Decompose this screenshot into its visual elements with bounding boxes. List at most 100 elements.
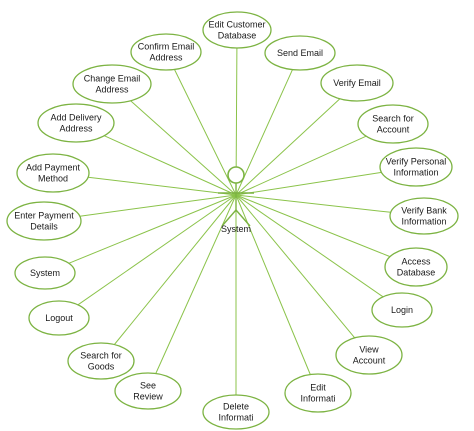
use-case-label: Verify Email bbox=[333, 78, 381, 88]
use-case-ellipse bbox=[384, 247, 448, 287]
use-case-ellipse bbox=[130, 33, 202, 71]
use-case-label: Address bbox=[59, 124, 93, 134]
association-line-verify-personal-information bbox=[235, 171, 382, 196]
use-case-label: Details bbox=[30, 222, 58, 232]
use-case-ellipse bbox=[202, 394, 270, 430]
use-case-ellipse bbox=[284, 373, 352, 413]
use-case-label: Database bbox=[397, 268, 436, 278]
use-case-ellipse bbox=[72, 64, 152, 104]
use-case-ellipse bbox=[371, 292, 433, 328]
association-line-confirm-email-address bbox=[174, 69, 237, 196]
association-line-send-email bbox=[235, 69, 293, 196]
use-case-label: System bbox=[30, 268, 60, 278]
use-case-label: Search for bbox=[372, 114, 414, 124]
use-case-ellipse bbox=[14, 256, 76, 290]
association-line-search-for-account bbox=[235, 135, 367, 196]
use-case-label: Edit bbox=[310, 383, 326, 393]
use-case-label: Edit Customer bbox=[208, 20, 265, 30]
actor-head bbox=[227, 166, 245, 184]
use-case-ellipse bbox=[114, 372, 182, 410]
use-case-label: Informati bbox=[218, 413, 253, 423]
use-case-verify-email[interactable]: Verify Email bbox=[320, 64, 394, 102]
association-line-logout bbox=[77, 194, 237, 306]
use-case-label: Add Payment bbox=[26, 163, 81, 173]
use-case-label: Address bbox=[95, 85, 129, 95]
association-line-add-payment-method bbox=[88, 176, 237, 196]
association-line-enter-payment-details bbox=[79, 194, 237, 217]
use-case-label: Access bbox=[401, 257, 431, 267]
actor-system: System bbox=[218, 166, 254, 234]
actor-left-leg bbox=[221, 209, 237, 227]
use-case-label: Confirm Email bbox=[138, 42, 195, 52]
use-case-label: See bbox=[140, 381, 156, 391]
use-case-label: Logout bbox=[45, 313, 73, 323]
association-line-verify-email bbox=[235, 98, 341, 196]
use-case-label: Add Delivery bbox=[50, 113, 102, 123]
association-line-see-review bbox=[155, 194, 237, 374]
use-case-label: Account bbox=[377, 125, 410, 135]
use-case-ellipse bbox=[67, 342, 135, 380]
actor-right-leg bbox=[235, 209, 251, 227]
use-case-logout[interactable]: Logout bbox=[28, 300, 90, 336]
use-case-label: Change Email bbox=[84, 74, 141, 84]
use-case-label: Database bbox=[218, 31, 257, 41]
use-case-label: Information bbox=[393, 168, 438, 178]
use-case-ellipse bbox=[16, 153, 90, 193]
association-line-system bbox=[68, 194, 237, 264]
use-case-label: Goods bbox=[88, 362, 115, 372]
use-case-ellipse bbox=[6, 201, 82, 241]
actor-label: System bbox=[221, 224, 251, 234]
association-line-add-delivery-address bbox=[103, 135, 237, 196]
use-case-system[interactable]: System bbox=[14, 256, 76, 290]
use-case-label: Information bbox=[401, 217, 446, 227]
use-case-ellipse bbox=[320, 64, 394, 102]
use-case-ellipse bbox=[379, 147, 453, 187]
use-case-label: Verify Bank bbox=[401, 206, 447, 216]
use-case-ellipse bbox=[357, 104, 429, 144]
use-case-label: Method bbox=[38, 174, 68, 184]
use-case-label: Informati bbox=[300, 394, 335, 404]
use-case-login[interactable]: Login bbox=[371, 292, 433, 328]
use-case-ellipse bbox=[37, 103, 115, 143]
use-case-label: Send Email bbox=[277, 48, 323, 58]
association-line-verify-bank-information bbox=[235, 194, 391, 213]
use-case-label: Account bbox=[353, 356, 386, 366]
use-case-label: Search for bbox=[80, 351, 122, 361]
use-case-label: Address bbox=[149, 53, 183, 63]
use-case-ellipse bbox=[335, 335, 403, 375]
association-line-view-account bbox=[235, 194, 356, 339]
use-case-label: Enter Payment bbox=[14, 211, 74, 221]
association-line-access-database bbox=[235, 194, 391, 258]
association-line-change-email-address bbox=[130, 100, 237, 196]
use-case-ellipse bbox=[389, 197, 459, 235]
use-case-label: Login bbox=[391, 305, 413, 315]
use-case-label: Delete bbox=[223, 402, 249, 412]
use-case-send-email[interactable]: Send Email bbox=[264, 35, 336, 71]
use-case-label: View bbox=[359, 345, 379, 355]
use-case-ellipse bbox=[202, 11, 272, 49]
association-lines bbox=[68, 47, 391, 395]
association-line-login bbox=[235, 194, 384, 298]
use-case-ellipse bbox=[28, 300, 90, 336]
use-case-label: Review bbox=[133, 392, 163, 402]
use-case-label: Verify Personal bbox=[386, 157, 447, 167]
association-line-search-for-goods bbox=[114, 194, 237, 345]
